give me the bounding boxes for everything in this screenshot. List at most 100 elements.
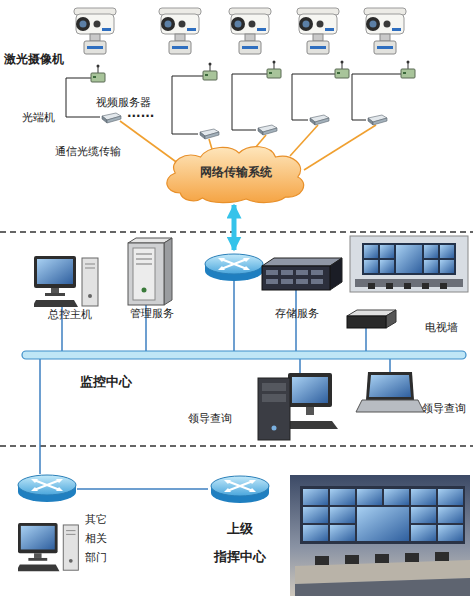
video-wall-picture	[380, 245, 394, 258]
router-icon	[18, 475, 76, 502]
video-server	[91, 61, 415, 83]
optical-transceiver	[102, 113, 121, 123]
monitoring-center-band: 监控中心总控主机管理服务存储服务电视墙领导查询领导查询	[0, 250, 473, 442]
desktop-computer	[258, 378, 290, 440]
optical-transceiver	[310, 115, 329, 125]
desktop-computer	[292, 377, 328, 403]
storage-array	[311, 270, 323, 275]
command-room-picture	[303, 507, 328, 523]
router-icon	[205, 254, 263, 281]
desktop-computer	[258, 373, 338, 440]
video-server	[335, 61, 349, 79]
laptop-computer	[356, 400, 424, 412]
video-wall-picture	[368, 283, 375, 289]
video-wall-picture	[440, 260, 454, 273]
desktop-computer	[288, 373, 332, 407]
decoder-box	[347, 310, 396, 328]
command-room-picture	[357, 489, 382, 505]
device-node: 领导查询	[355, 365, 470, 420]
bus-drop-line	[61, 300, 63, 352]
department-node: 其它 相关 部门	[15, 474, 77, 582]
desktop-computer	[272, 426, 277, 431]
command-room-picture	[411, 489, 436, 505]
laser-camera	[364, 8, 406, 54]
node-label: 管理服务	[112, 307, 192, 321]
video-wall-picture	[350, 236, 468, 292]
tower-server	[128, 243, 164, 305]
laptop-computer	[356, 372, 424, 412]
command-room-picture	[435, 552, 449, 561]
video-wall-picture	[440, 283, 447, 289]
device-node: 领导查询	[180, 365, 330, 440]
connector	[39, 442, 41, 474]
decoder-box	[347, 316, 386, 328]
decoder-box	[386, 310, 396, 328]
command-room-picture	[411, 525, 436, 541]
signal-wire	[172, 76, 203, 134]
node-label: 存储服务	[256, 307, 338, 321]
video-wall-picture	[404, 283, 411, 289]
host-computer	[32, 256, 98, 307]
video-wall-picture	[364, 245, 378, 258]
laser-camera	[159, 8, 201, 54]
command-center-node: 上级 指挥中心	[208, 475, 272, 563]
video-wall-picture	[364, 260, 378, 273]
device-label: ......	[127, 106, 154, 121]
storage-array	[266, 270, 323, 284]
command-room-picture	[303, 489, 328, 505]
command-room-picture	[290, 475, 470, 596]
device-node: 管理服务	[112, 255, 192, 321]
storage-array	[281, 270, 293, 275]
router-icon	[211, 476, 269, 503]
video-wall-picture	[386, 283, 393, 289]
device-node: 总控主机	[30, 252, 110, 322]
bus-drop-line	[365, 328, 367, 352]
laser-camera	[74, 8, 116, 54]
signal-wire	[232, 74, 267, 130]
tower-server	[136, 254, 152, 255]
network-cloud: 网络传输系统	[160, 143, 312, 205]
storage-array	[311, 279, 323, 284]
node-label: 领导查询	[188, 412, 232, 426]
laser-camera	[74, 8, 406, 54]
signal-wire	[292, 74, 335, 120]
video-wall-picture	[350, 236, 468, 292]
command-room-picture	[330, 525, 355, 541]
video-wall-picture	[396, 245, 422, 273]
command-room-picture	[330, 489, 355, 505]
command-room-picture	[375, 554, 389, 563]
section-divider	[0, 232, 473, 446]
tower-server	[128, 238, 172, 305]
storage-array	[262, 258, 342, 266]
command-room-picture	[315, 552, 449, 565]
department-computer	[16, 523, 78, 571]
command-room-picture	[405, 553, 419, 562]
desktop-computer	[262, 394, 286, 402]
storage-array	[281, 279, 293, 284]
storage-array	[266, 279, 278, 284]
storage-array	[296, 279, 308, 284]
video-wall-picture	[440, 245, 454, 258]
router-icon	[18, 254, 269, 503]
node-label: 网络传输系统	[160, 165, 312, 180]
command-room-picture	[300, 486, 465, 544]
storage-array	[266, 270, 278, 275]
command-room-picture	[357, 507, 409, 541]
desktop-computer	[262, 383, 286, 391]
video-wall-picture	[364, 245, 454, 273]
connector	[77, 488, 208, 490]
fiber-cable	[304, 125, 376, 170]
optical-transceiver	[368, 115, 387, 125]
video-server	[203, 63, 217, 81]
signal-wire	[352, 74, 401, 120]
command-room-picture	[345, 555, 359, 564]
device-label: 光端机	[22, 111, 55, 125]
connector	[232, 205, 237, 250]
laptop-computer	[369, 375, 411, 397]
laser-camera	[297, 8, 339, 54]
video-server	[401, 61, 415, 79]
